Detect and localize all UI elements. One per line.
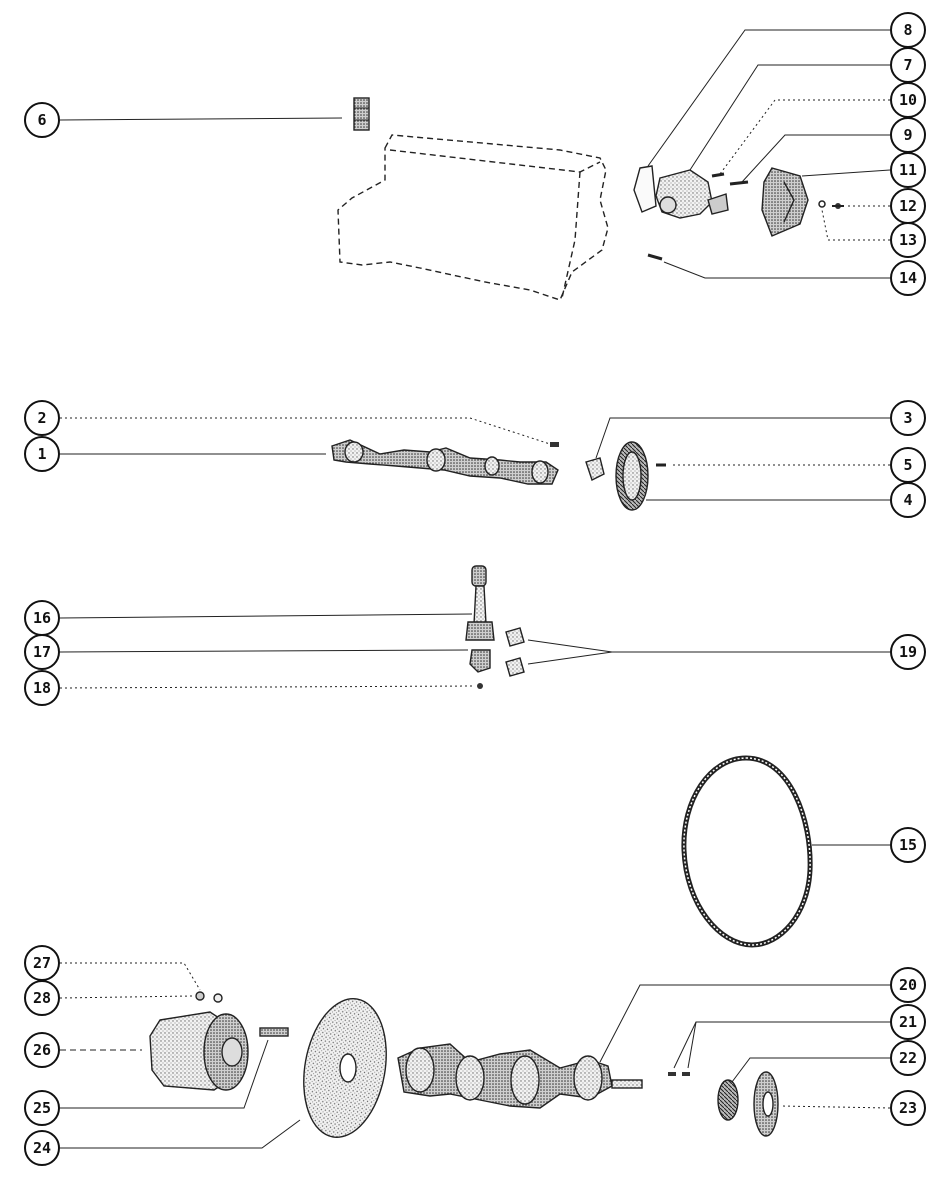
camshaft-part-1	[331, 439, 559, 485]
svg-text:25: 25	[33, 1099, 51, 1117]
callout-26: 26	[24, 1032, 60, 1068]
svg-text:2: 2	[37, 409, 46, 427]
callout-1: 1	[24, 436, 60, 472]
callout-19: 19	[890, 634, 926, 670]
callout-5: 5	[890, 447, 926, 483]
svg-text:23: 23	[899, 1099, 917, 1117]
callout-27: 27	[24, 945, 60, 981]
svg-text:3: 3	[903, 409, 912, 427]
callout-7: 7	[890, 47, 926, 83]
svg-text:1: 1	[37, 445, 46, 463]
leader-lines-rod	[59, 613, 890, 689]
thrust-plate-part-3	[585, 457, 605, 481]
svg-text:9: 9	[903, 126, 912, 144]
gasket-part-8	[633, 165, 657, 213]
nut-part-18	[477, 683, 483, 689]
belt-part-15	[681, 755, 890, 948]
svg-text:12: 12	[899, 197, 917, 215]
svg-text:10: 10	[899, 91, 917, 109]
svg-text:28: 28	[33, 989, 51, 1007]
callout-12: 12	[890, 188, 926, 224]
callout-23: 23	[890, 1090, 926, 1126]
callout-10: 10	[890, 82, 926, 118]
keys-part-21	[668, 1072, 690, 1076]
screw-part-10	[711, 172, 725, 178]
plug-part-6	[353, 97, 370, 131]
oil-pump-part-7	[655, 169, 729, 219]
svg-text:21: 21	[899, 1013, 917, 1031]
svg-text:14: 14	[899, 269, 917, 287]
pulley-part-11	[761, 167, 809, 237]
svg-text:4: 4	[903, 491, 912, 509]
svg-text:6: 6	[37, 111, 46, 129]
leader-lines-top	[59, 29, 891, 279]
svg-text:7: 7	[903, 56, 912, 74]
svg-text:19: 19	[899, 643, 917, 661]
callout-16: 16	[24, 600, 60, 636]
pin-part-14	[647, 253, 663, 261]
crank-gear-part-22	[717, 1079, 739, 1121]
callout-20: 20	[890, 967, 926, 1003]
callout-11: 11	[890, 152, 926, 188]
flywheel-housing-part-26	[149, 1011, 249, 1091]
svg-text:26: 26	[33, 1041, 51, 1059]
svg-text:11: 11	[899, 161, 917, 179]
svg-text:27: 27	[33, 954, 51, 972]
callout-4: 4	[890, 482, 926, 518]
callout-21: 21	[890, 1004, 926, 1040]
callout-13: 13	[890, 222, 926, 258]
key-part-2	[550, 442, 559, 447]
svg-text:13: 13	[899, 231, 917, 249]
callout-15: 15	[890, 827, 926, 863]
callout-8: 8	[890, 12, 926, 48]
svg-text:17: 17	[33, 643, 51, 661]
callout-14: 14	[890, 260, 926, 296]
connecting-rod-part-16	[465, 565, 495, 641]
callout-24: 24	[24, 1130, 60, 1166]
svg-text:5: 5	[903, 456, 912, 474]
cam-gear-part-4	[615, 441, 649, 511]
svg-text:18: 18	[33, 679, 51, 697]
bolt-part-12	[832, 203, 844, 209]
callout-2: 2	[24, 400, 60, 436]
leader-lines-cam	[60, 417, 890, 501]
bearing-part-19	[505, 627, 525, 677]
nuts-part-27-28	[195, 991, 223, 1003]
svg-text:8: 8	[903, 21, 912, 39]
washer-part-13	[818, 200, 826, 208]
callout-6: 6	[24, 102, 60, 138]
callout-22: 22	[890, 1040, 926, 1076]
callout-9: 9	[890, 117, 926, 153]
stud-part-25	[259, 1027, 289, 1037]
callout-17: 17	[24, 634, 60, 670]
flywheel-part-24	[303, 998, 387, 1138]
pulley-part-23	[753, 1071, 779, 1137]
rod-cap-part-17	[469, 649, 491, 673]
svg-text:16: 16	[33, 609, 51, 627]
svg-text:15: 15	[899, 836, 917, 854]
callout-3: 3	[890, 400, 926, 436]
callout-18: 18	[24, 670, 60, 706]
callout-25: 25	[24, 1090, 60, 1126]
svg-text:22: 22	[899, 1049, 917, 1067]
svg-text:24: 24	[33, 1139, 51, 1157]
screw-part-9	[729, 180, 749, 186]
crankshaft-part-20	[397, 1043, 643, 1109]
leader-lines-crank	[59, 962, 891, 1149]
callout-28: 28	[24, 980, 60, 1016]
engine-block-outline	[337, 134, 609, 301]
svg-text:20: 20	[899, 976, 917, 994]
